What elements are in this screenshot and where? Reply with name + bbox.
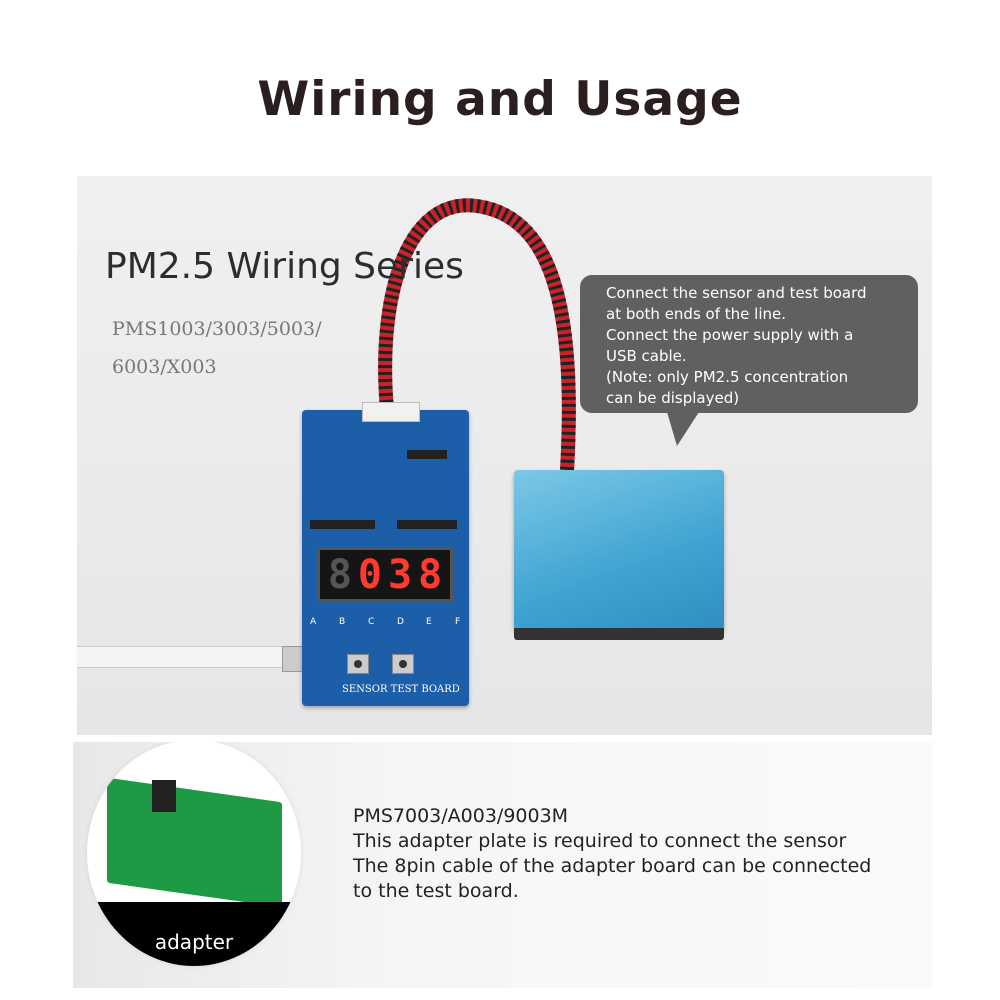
callout-line: USB cable. xyxy=(606,347,687,365)
board-button xyxy=(347,654,369,674)
pm25-sensor xyxy=(514,470,724,640)
model-list: PMS1003/3003/5003/ 6003/X003 xyxy=(112,310,372,386)
display-digit: 3 xyxy=(388,551,413,598)
led-label: A xyxy=(310,617,317,627)
display-digit: 0 xyxy=(357,551,382,598)
series-title: PM2.5 Wiring Series xyxy=(105,246,464,287)
adapter-pcb xyxy=(107,777,282,908)
led-label: B xyxy=(339,617,346,627)
callout-line: Connect the power supply with a xyxy=(606,326,854,344)
page-title: Wiring and Usage xyxy=(257,72,743,127)
adapter-photo: adapter xyxy=(87,742,301,966)
callout-line: at both ends of the line. xyxy=(606,305,786,323)
description-line: PMS7003/A003/9003M xyxy=(353,805,569,827)
board-label: SENSOR TEST BOARD xyxy=(342,684,460,695)
board-button xyxy=(392,654,414,674)
sensor-test-board: 8 0 3 8 A B C D E F SENSOR TEST BOARD xyxy=(302,402,469,706)
usb-cable xyxy=(77,646,312,668)
model-line: 6003/X003 xyxy=(112,356,217,378)
seven-segment-display: 8 0 3 8 xyxy=(317,547,453,602)
description-line: to the test board. xyxy=(353,880,519,902)
led-label: F xyxy=(455,617,461,627)
callout-line: can be displayed) xyxy=(606,389,740,407)
adapter-label: adapter xyxy=(154,930,234,954)
description-line: This adapter plate is required to connec… xyxy=(353,830,847,852)
callout-line: Connect the sensor and test board xyxy=(606,284,867,302)
wiring-photo-panel: PM2.5 Wiring Series PMS1003/3003/5003/ 6… xyxy=(77,176,932,735)
label-band xyxy=(87,902,301,966)
led-label: E xyxy=(426,617,432,627)
adapter-header xyxy=(152,780,176,812)
board-connector xyxy=(362,402,420,422)
adapter-description: PMS7003/A003/9003M This adapter plate is… xyxy=(353,804,871,904)
callout-tail xyxy=(667,412,699,446)
led-label: D xyxy=(397,617,404,627)
adapter-panel: adapter PMS7003/A003/9003M This adapter … xyxy=(73,742,932,988)
pin-header xyxy=(407,450,447,459)
display-digit: 8 xyxy=(327,551,352,598)
led-label: C xyxy=(368,617,375,627)
pin-header xyxy=(310,520,375,529)
model-line: PMS1003/3003/5003/ xyxy=(112,318,322,340)
instruction-callout: Connect the sensor and test board at bot… xyxy=(580,275,918,413)
display-digit: 8 xyxy=(418,551,443,598)
ribbon-cable xyxy=(378,198,576,471)
pin-header xyxy=(397,520,457,529)
callout-line: (Note: only PM2.5 concentration xyxy=(606,368,849,386)
description-line: The 8pin cable of the adapter board can … xyxy=(353,855,872,877)
